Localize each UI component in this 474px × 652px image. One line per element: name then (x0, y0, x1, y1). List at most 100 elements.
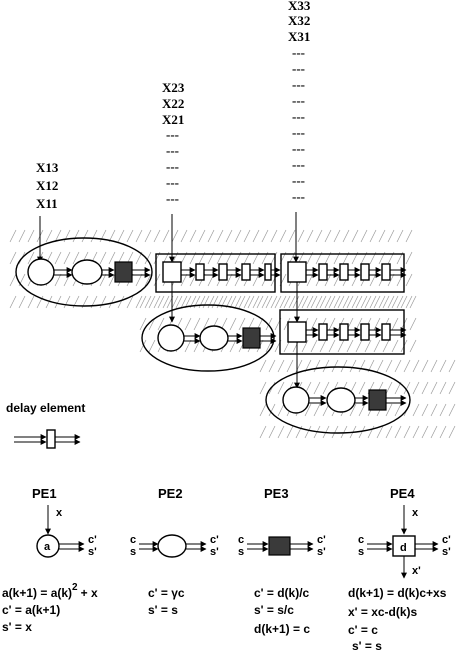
hatch-stroke (144, 251, 152, 265)
hatch-stroke (391, 317, 399, 331)
input-x12: X12 (36, 178, 58, 193)
dash-2e: --- (166, 191, 179, 206)
hatch-stroke (360, 229, 368, 243)
hatch-stroke (259, 425, 267, 439)
hatch-stroke (313, 359, 321, 373)
hatch-stroke (99, 251, 107, 265)
hatch-stroke (72, 251, 80, 265)
pe1-definition: PE1 x a c' s' a(k+1) = a(k)2+ x c' = a(k… (2, 486, 98, 634)
hatch-stroke (405, 251, 413, 265)
pe1-node (157, 324, 185, 352)
hatch-stroke (367, 425, 375, 439)
hatch-stroke (157, 295, 165, 309)
connector (228, 333, 243, 344)
hatch-stroke (439, 359, 447, 373)
hatch-stroke (310, 339, 318, 353)
pe1-eq2: c' = a(k+1) (2, 603, 60, 617)
hatch-stroke (162, 229, 170, 243)
dash-3g: --- (292, 141, 305, 156)
hatch-stroke (430, 381, 438, 395)
hatch-stroke (376, 359, 384, 373)
hatch-stroke (385, 359, 393, 373)
dash-3e: --- (292, 109, 305, 124)
pe4-in-x: x (412, 507, 419, 519)
hatch-stroke (342, 295, 350, 309)
array-row-1 (15, 237, 407, 307)
hatch-stroke (355, 339, 363, 353)
hatch-stroke (234, 229, 242, 243)
hatch-stroke (247, 295, 255, 309)
hatch-stroke (409, 317, 417, 331)
pe2-title: PE2 (158, 486, 183, 501)
hatch-stroke (99, 273, 107, 287)
pe1-node (27, 258, 55, 286)
hatch-stroke (243, 229, 251, 243)
hatch-stroke (319, 295, 327, 309)
dash-3b: --- (292, 61, 305, 76)
hatch-stroke (349, 403, 357, 417)
hatch-stroke (189, 273, 197, 287)
hatch-stroke (358, 359, 366, 373)
hatch-stroke (315, 229, 323, 243)
hatch-stroke (403, 381, 411, 395)
hatch-stroke (153, 295, 161, 309)
hatch-stroke (421, 359, 429, 373)
hatch-stroke (351, 273, 359, 287)
dash-3a: --- (292, 45, 305, 60)
hatch-stroke (342, 229, 350, 243)
hatch-stroke (108, 295, 116, 309)
dash-2b: --- (166, 143, 179, 158)
hatch-stroke (252, 295, 260, 309)
hatch-stroke (430, 359, 438, 373)
hatch-stroke (394, 359, 402, 373)
connector (132, 267, 151, 278)
hatch-stroke (324, 295, 332, 309)
input-column-1: X13 X12 X11 (36, 160, 59, 263)
pe1-out-s: s' (88, 546, 97, 558)
delay-element-symbol (46, 429, 56, 449)
pe4-node (287, 321, 307, 343)
pe3-out-c: c' (317, 534, 326, 546)
hatch-stroke (385, 403, 393, 417)
connector (102, 267, 115, 278)
hatch-stroke (396, 229, 404, 243)
hatch-stroke (304, 403, 312, 417)
hatch-stroke (306, 295, 314, 309)
pe2-node (71, 259, 103, 285)
pe3-in-c: c (238, 534, 244, 546)
pe4-eq1: d(k+1) = d(k)c+xs (348, 586, 447, 600)
hatch-stroke (412, 381, 420, 395)
hatch-stroke (139, 339, 147, 353)
dash-3c: --- (292, 77, 305, 92)
hatch-stroke (373, 317, 381, 331)
hatch-stroke (403, 425, 411, 439)
hatch-stroke (364, 295, 372, 309)
input-x11: X11 (36, 196, 58, 211)
connector (260, 333, 277, 344)
hatch-stroke (409, 295, 417, 309)
pe1-circle (36, 534, 60, 558)
hatch-stroke (270, 229, 278, 243)
hatch-stroke (229, 339, 237, 353)
hatch-stroke (448, 403, 456, 417)
hatch-stroke (292, 295, 300, 309)
input-x33: X33 (288, 0, 311, 13)
hatch-stroke (54, 295, 62, 309)
input-x23: X23 (162, 80, 185, 95)
hatch-stroke (148, 295, 156, 309)
hatch-stroke (382, 339, 390, 353)
hatch-stroke (385, 381, 393, 395)
input-x21: X21 (162, 112, 184, 127)
pe1-node-label: a (44, 541, 51, 553)
hatch-stroke (90, 229, 98, 243)
hatch-stroke (412, 359, 420, 373)
pe3-eq3: d(k+1) = c (254, 622, 310, 636)
array-row-2 (141, 304, 407, 372)
pe1-node (282, 386, 310, 414)
hatch-stroke (184, 339, 192, 353)
hatch-stroke (153, 229, 161, 243)
hatch-stroke (394, 381, 402, 395)
hatch-stroke (391, 295, 399, 309)
hatch-stroke (349, 359, 357, 373)
hatch-stroke (304, 425, 312, 439)
